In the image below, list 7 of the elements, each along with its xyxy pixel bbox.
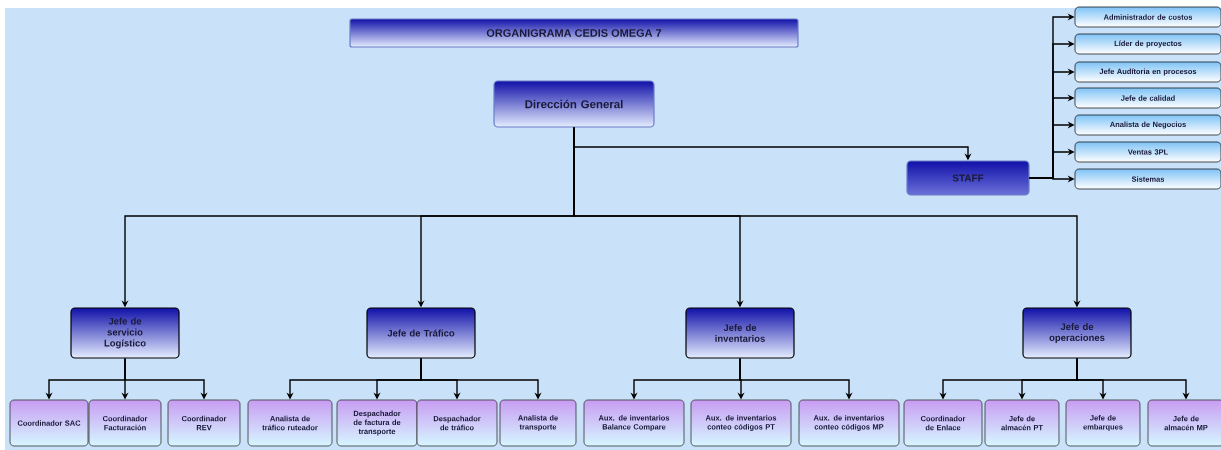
manager-box: Jefe de Tráfico	[366, 307, 476, 359]
manager-box: Jefe de servicio Logístico	[70, 307, 180, 359]
director-box: Dirección General	[493, 80, 655, 128]
manager-box: Jefe de operaciones	[1022, 307, 1132, 359]
manager-box: Jefe de inventarios	[685, 307, 795, 359]
staff-box: STAFF	[906, 160, 1030, 196]
title-banner: ORGANIGRAMA CEDIS OMEGA 7	[349, 18, 799, 48]
